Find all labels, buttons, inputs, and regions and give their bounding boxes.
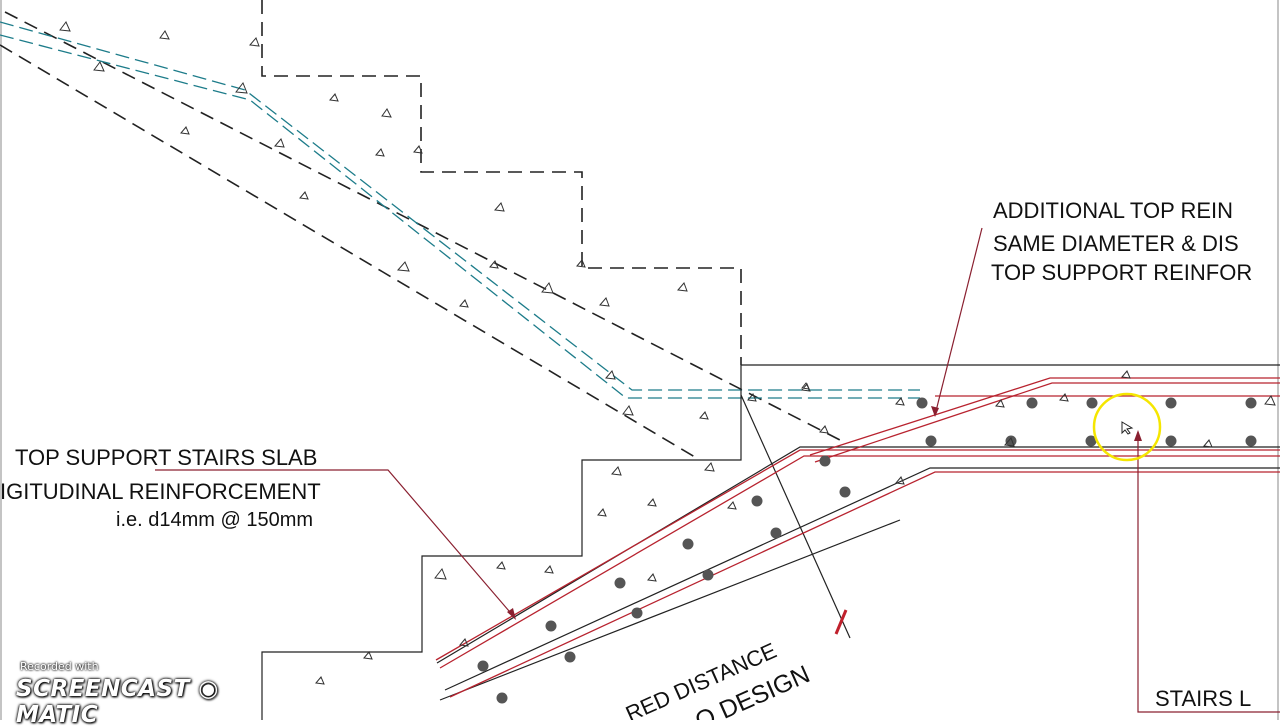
rebar-dot <box>1026 397 1038 409</box>
landing-top-bar-2 <box>814 382 1280 463</box>
additional-top-leader <box>934 227 983 416</box>
dimension-tick <box>834 609 848 635</box>
rebar-dot <box>1165 435 1177 447</box>
additional-top-label-line3: TOP SUPPORT REINFOR <box>991 260 1252 285</box>
rebar-dot <box>631 607 643 619</box>
rebar-dot <box>1165 397 1177 409</box>
rebar-dot <box>819 455 831 467</box>
top-support-label-line3: i.e. d14mm @ 150mm <box>116 509 313 531</box>
rebar-dot <box>1245 435 1257 447</box>
lower-stair-step-outline <box>261 365 742 720</box>
rebar-dot <box>496 692 508 704</box>
leader-arrowhead-icon <box>507 608 516 620</box>
flight-top-bar-1 <box>435 449 1280 661</box>
rebar-dot <box>477 660 489 672</box>
rebar-dot <box>702 569 714 581</box>
rebar-dot <box>614 577 626 589</box>
cursor-pointer-icon <box>1121 421 1134 435</box>
stairs-leader <box>1137 432 1280 713</box>
flight-slab-soffit <box>444 467 1280 691</box>
rebar-dot <box>1085 435 1097 447</box>
upper-stair-step-outline <box>261 0 742 365</box>
cursor-highlight-ring <box>1092 392 1162 462</box>
rebar-dot <box>545 620 557 632</box>
rebar-dot <box>1245 397 1257 409</box>
hidden-rebar-line-2 <box>0 34 920 399</box>
stairs-label: STAIRS L <box>1155 686 1251 711</box>
top-support-label-line1: TOP SUPPORT STAIRS SLAB <box>15 445 317 470</box>
leader-arrowhead-icon <box>931 406 939 417</box>
additional-top-label-line2: SAME DIAMETER & DIS <box>993 231 1239 256</box>
rebar-dot <box>916 397 928 409</box>
watermark-caption: Recorded with <box>20 660 99 673</box>
rebar-dot <box>925 435 937 447</box>
concrete-hatch <box>59 21 1276 685</box>
hidden-rebar-line-1 <box>0 21 920 391</box>
rebar-dot <box>1005 435 1017 447</box>
additional-top-label-line1: ADDITIONAL TOP REIN <box>993 198 1233 223</box>
flight-bottom-bar <box>449 471 1280 698</box>
rebar-dot <box>751 495 763 507</box>
rebar-dot <box>839 486 851 498</box>
rebar-dot <box>682 538 694 550</box>
rebar-dot <box>564 651 576 663</box>
top-support-leader <box>155 469 516 619</box>
rebar-section-dots <box>477 397 1257 704</box>
leader-arrowhead-icon <box>1134 430 1142 441</box>
top-support-label-line2: IGITUDINAL REINFORCEMENT <box>0 479 321 504</box>
hidden-soffit-line-2 <box>4 11 841 441</box>
landing-top-bar <box>809 377 1280 456</box>
rebar-dot <box>770 527 782 539</box>
flight-slab-bottom-edge <box>439 519 901 701</box>
hidden-soffit-line-1 <box>0 44 701 461</box>
watermark-brand: SCREENCAST ◉ MATIC <box>16 676 219 728</box>
landing-joint-line <box>740 394 851 639</box>
screencast-watermark: Recorded with SCREENCAST ◉ MATIC <box>16 660 236 728</box>
rebar-dot <box>1086 397 1098 409</box>
flight-top-bar-2 <box>439 455 1280 669</box>
flight-slab-top-surface <box>436 446 1280 664</box>
